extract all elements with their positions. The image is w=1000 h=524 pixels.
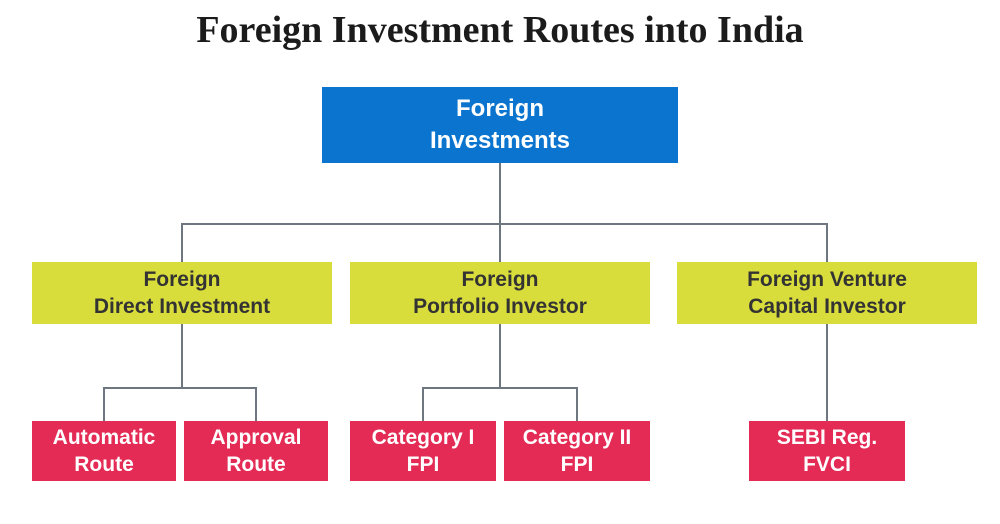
- node-approval-route: Approval Route: [184, 421, 328, 481]
- connector-level2-stub-left: [181, 223, 183, 262]
- connector-approval-route-stub: [255, 387, 257, 421]
- connector-fpi-horizontal: [422, 387, 578, 389]
- node-automatic-route: Automatic Route: [32, 421, 176, 481]
- node-sebi-reg-fvci: SEBI Reg. FVCI: [749, 421, 905, 481]
- connector-category-1-stub: [422, 387, 424, 421]
- node-foreign-direct-investment: Foreign Direct Investment: [32, 262, 332, 324]
- connector-fvci-vertical: [826, 324, 828, 421]
- diagram-title: Foreign Investment Routes into India: [196, 9, 804, 51]
- node-category-1-fpi: Category I FPI: [350, 421, 496, 481]
- connector-category-2-stub: [576, 387, 578, 421]
- connector-fdi-horizontal: [103, 387, 257, 389]
- connector-level2-stub-right: [826, 223, 828, 262]
- connector-fdi-vertical: [181, 324, 183, 388]
- node-foreign-portfolio-investor: Foreign Portfolio Investor: [350, 262, 650, 324]
- connector-automatic-route-stub: [103, 387, 105, 421]
- node-foreign-venture-capital-investor: Foreign Venture Capital Investor: [677, 262, 977, 324]
- node-category-2-fpi: Category II FPI: [504, 421, 650, 481]
- connector-root-vertical: [499, 163, 501, 262]
- connector-fpi-vertical: [499, 324, 501, 388]
- node-foreign-investments: Foreign Investments: [322, 87, 678, 163]
- connector-level2-horizontal: [181, 223, 827, 225]
